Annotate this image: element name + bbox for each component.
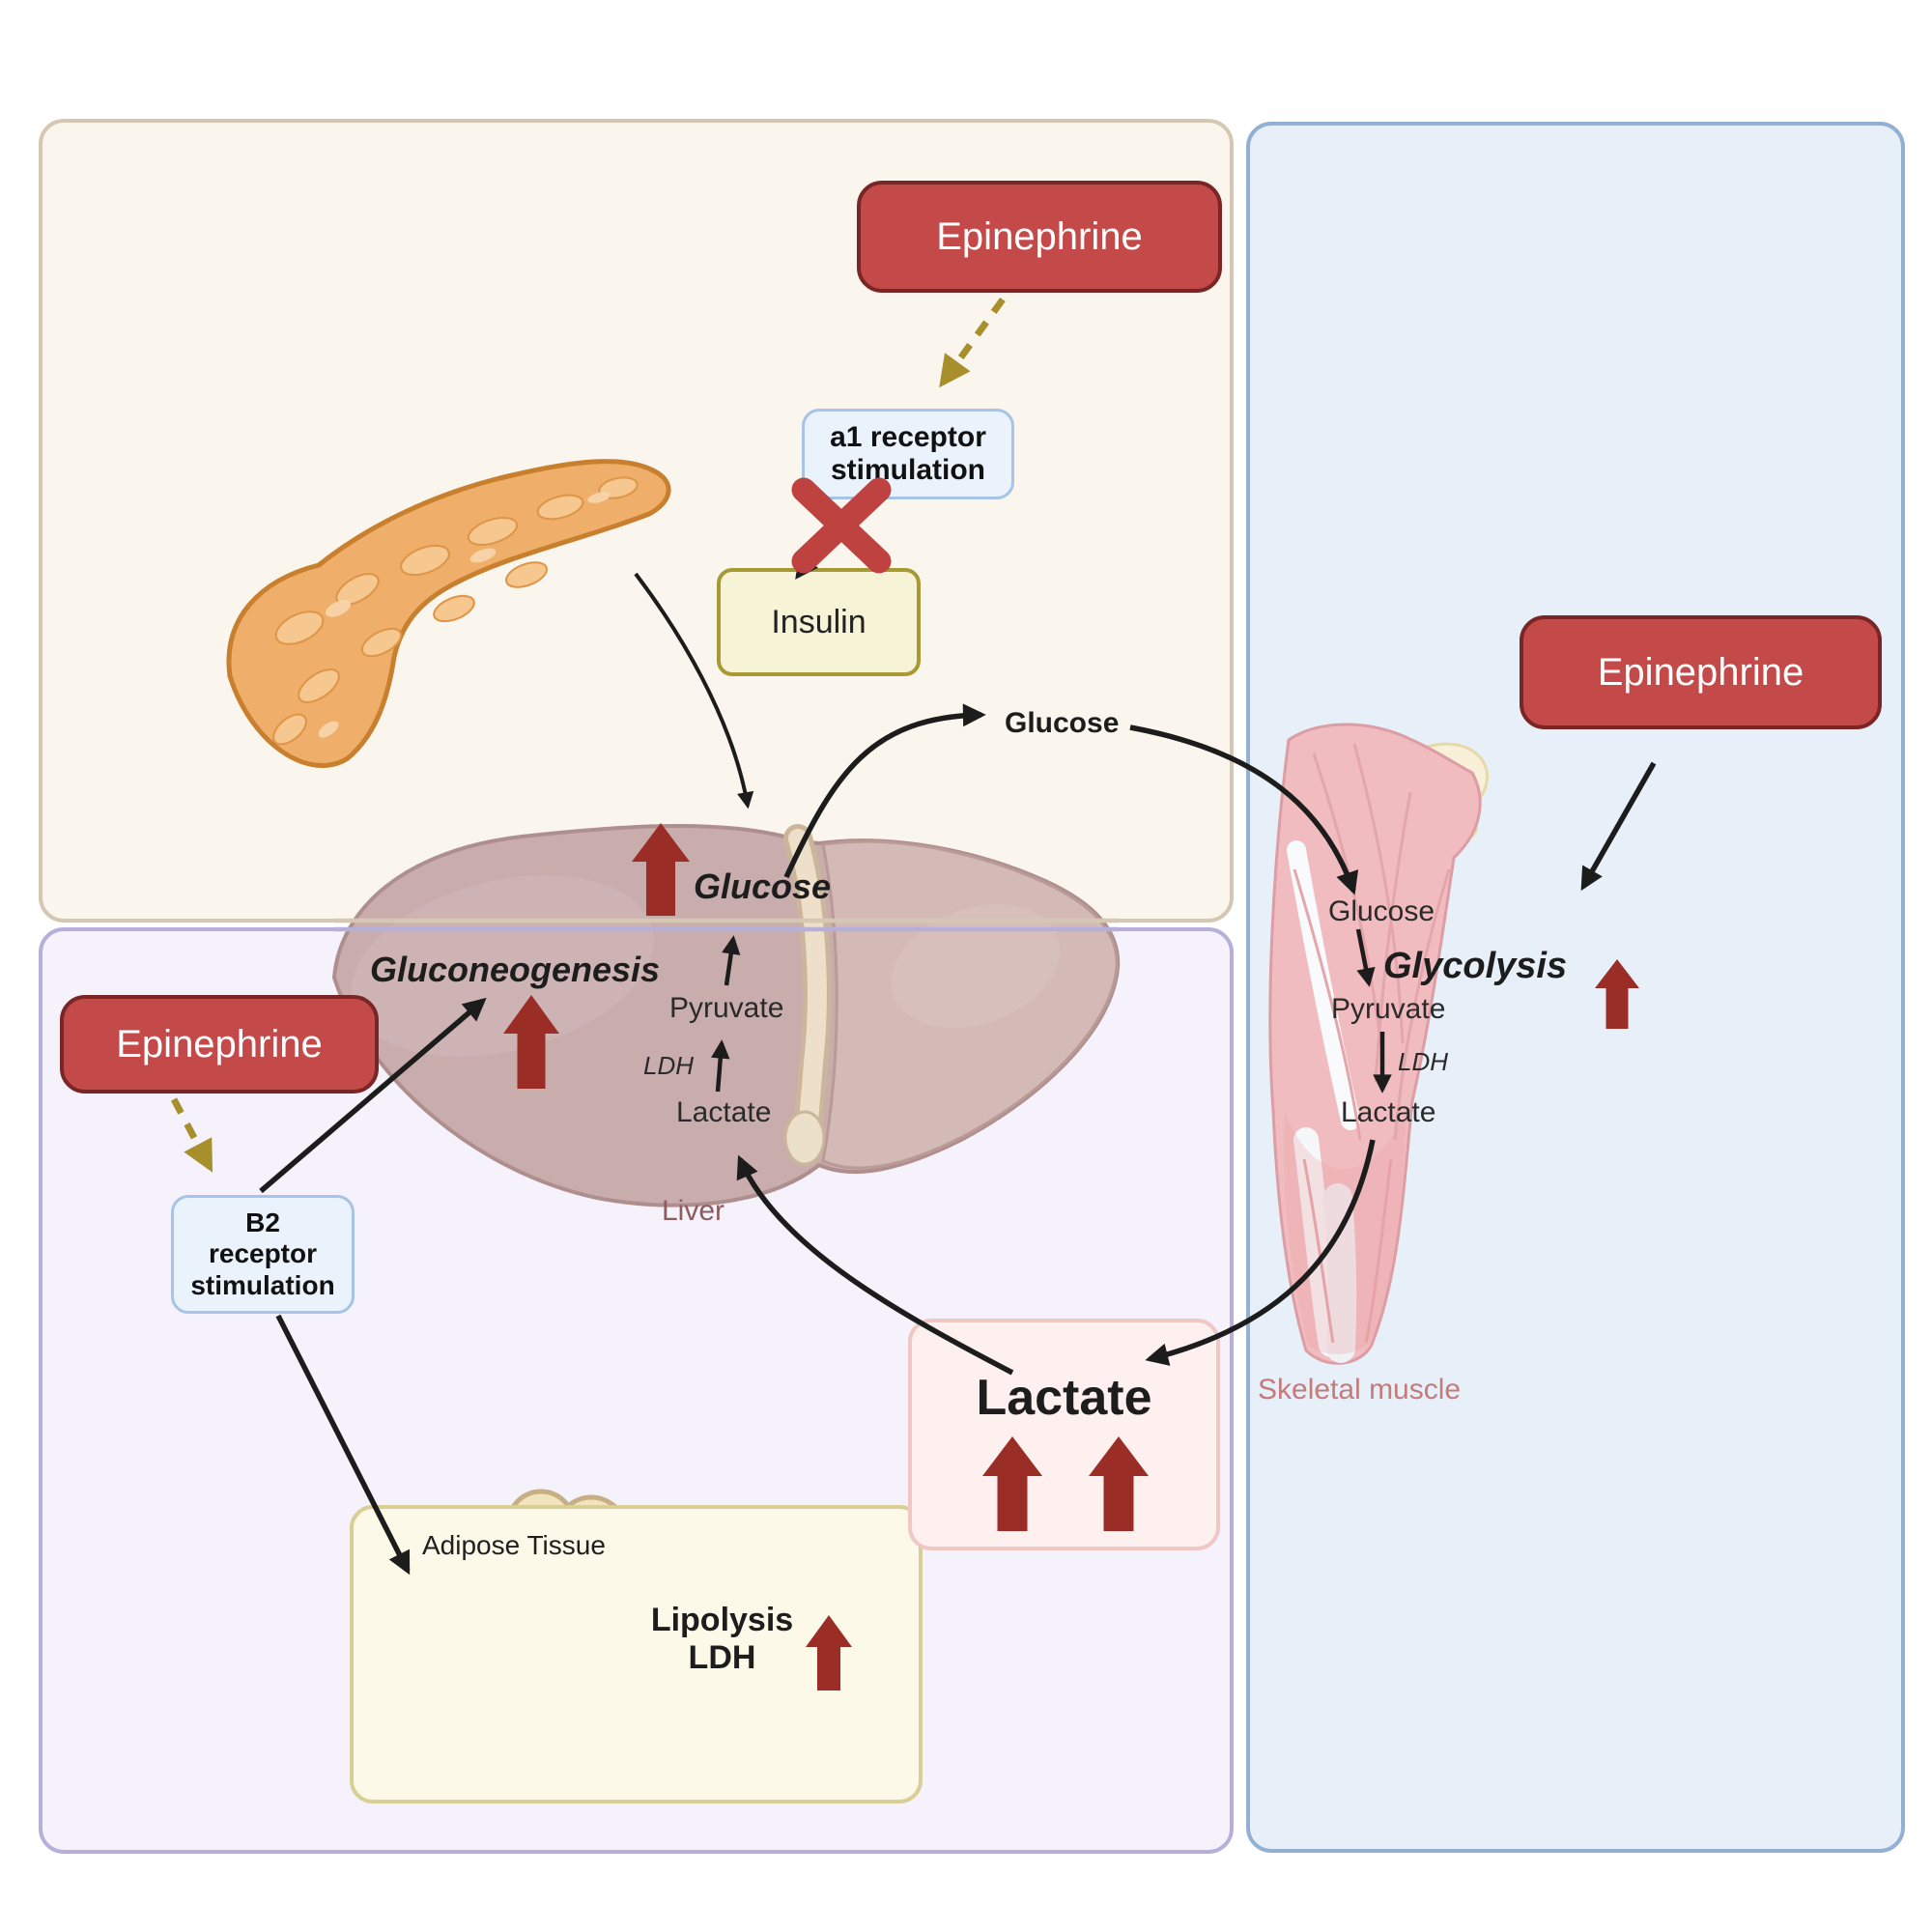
skeletal-muscle-organ-label: Skeletal muscle bbox=[1258, 1374, 1462, 1406]
liver-organ-label: Liver bbox=[662, 1195, 725, 1227]
liver-lactate-label: Lactate bbox=[676, 1096, 772, 1128]
b2-receptor-line1: B2 bbox=[245, 1208, 280, 1238]
epinephrine-box-right-label: Epinephrine bbox=[1597, 650, 1804, 694]
muscle-glucose-label: Glucose bbox=[1328, 895, 1435, 927]
adipose-tissue-label: Adipose Tissue bbox=[422, 1530, 606, 1560]
insulin-box: Insulin bbox=[717, 568, 921, 676]
glycolysis-label: Glycolysis bbox=[1383, 946, 1568, 986]
epinephrine-box-top: Epinephrine bbox=[857, 181, 1222, 293]
a1-receptor-box: a1 receptor stimulation bbox=[802, 409, 1014, 499]
insulin-box-label: Insulin bbox=[771, 603, 867, 640]
lipolysis-ldh-label: Lipolysis LDH bbox=[633, 1602, 811, 1677]
b2-receptor-line2: receptor bbox=[208, 1238, 318, 1269]
epinephrine-box-right: Epinephrine bbox=[1520, 615, 1882, 729]
muscle-ldh-label: LDH bbox=[1398, 1047, 1449, 1076]
b2-receptor-line3: stimulation bbox=[190, 1269, 335, 1300]
liver-glucose-label: Glucose bbox=[694, 867, 832, 906]
gluconeogenesis-label: Gluconeogenesis bbox=[370, 950, 661, 989]
muscle-lactate-label: Lactate bbox=[1341, 1096, 1436, 1128]
b2-receptor-box: B2 receptor stimulation bbox=[171, 1195, 355, 1314]
liver-pyruvate-label: Pyruvate bbox=[669, 992, 784, 1024]
muscle-pyruvate-label: Pyruvate bbox=[1331, 993, 1446, 1025]
skeletal-muscle-panel bbox=[1246, 122, 1905, 1853]
adipose-ldh-label: LDH bbox=[688, 1639, 756, 1677]
a1-receptor-line1: a1 receptor bbox=[830, 420, 986, 453]
lipolysis-label: Lipolysis bbox=[650, 1602, 794, 1638]
epinephrine-box-left-label: Epinephrine bbox=[116, 1022, 323, 1065]
epinephrine-box-top-label: Epinephrine bbox=[936, 214, 1143, 258]
liver-ldh-label: LDH bbox=[643, 1051, 695, 1080]
a1-receptor-line2: stimulation bbox=[830, 454, 985, 486]
lactate-box-label: Lactate bbox=[976, 1370, 1152, 1426]
epinephrine-box-left: Epinephrine bbox=[60, 995, 379, 1094]
bloodstream-glucose-label: Glucose bbox=[1005, 707, 1120, 739]
lactate-box: Lactate bbox=[908, 1319, 1220, 1550]
